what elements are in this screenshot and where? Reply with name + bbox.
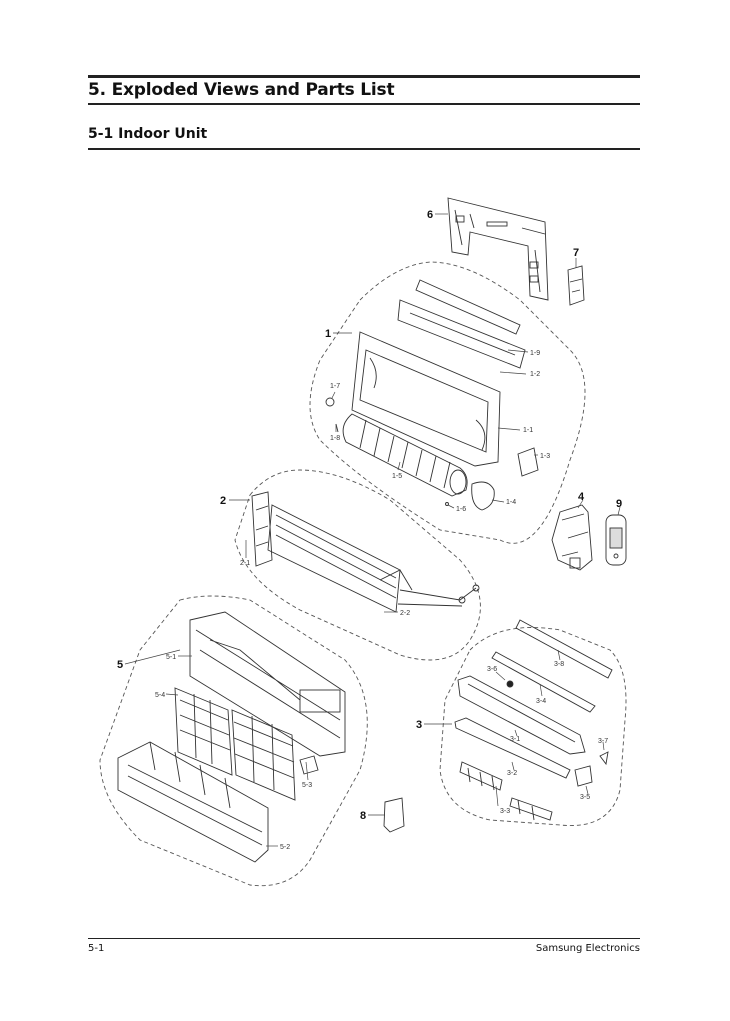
chassis-group xyxy=(325,279,539,511)
label-5-2: 5-2 xyxy=(280,844,290,851)
header-top-rule xyxy=(88,75,640,78)
label-1-2: 1-2 xyxy=(530,371,540,378)
bracket xyxy=(567,265,585,306)
evaporator-group xyxy=(251,491,480,613)
group-1-outline xyxy=(309,261,586,544)
label-1-7: 1-7 xyxy=(330,383,340,390)
group-5-outline xyxy=(99,595,368,887)
label-1-1: 1-1 xyxy=(523,427,533,434)
label-3: 3 xyxy=(416,719,422,731)
footer-company: Samsung Electronics xyxy=(535,943,640,954)
label-8: 8 xyxy=(360,810,366,822)
label-7: 7 xyxy=(573,247,579,259)
label-5-3: 5-3 xyxy=(302,782,312,789)
label-1-6: 1-6 xyxy=(456,506,466,513)
header-middle-rule xyxy=(88,103,640,105)
section-rule xyxy=(88,148,640,150)
label-2: 2 xyxy=(220,495,226,507)
label-2-1: 2-1 xyxy=(240,560,250,567)
drain-group xyxy=(454,619,613,821)
label-1-9: 1-9 xyxy=(530,350,540,357)
label-4: 4 xyxy=(578,491,585,503)
control-box xyxy=(551,504,593,571)
label-5-4: 5-4 xyxy=(155,692,165,699)
group-3-outline xyxy=(439,627,627,826)
remote-control xyxy=(605,514,627,566)
page-title: 5. Exploded Views and Parts List xyxy=(88,80,395,100)
label-1-8: 1-8 xyxy=(330,435,340,442)
label-2-2: 2-2 xyxy=(400,610,410,617)
label-1-4: 1-4 xyxy=(506,499,516,506)
footer-rule xyxy=(88,938,640,939)
label-3-6: 3-6 xyxy=(487,666,497,673)
label-1-3: 1-3 xyxy=(540,453,550,460)
label-5-1: 5-1 xyxy=(166,654,176,661)
label-1: 1 xyxy=(325,328,331,340)
label-3-7: 3-7 xyxy=(598,738,608,745)
label-3-2: 3-2 xyxy=(507,770,517,777)
label-3-4: 3-4 xyxy=(536,698,546,705)
footer-page-number: 5-1 xyxy=(88,943,105,954)
mounting-plate xyxy=(447,197,549,301)
label-5: 5 xyxy=(117,659,123,671)
label-9: 9 xyxy=(616,498,622,510)
front-panel-group xyxy=(117,611,346,863)
section-title: 5-1 Indoor Unit xyxy=(88,126,208,142)
label-1-5: 1-5 xyxy=(392,473,402,480)
label-3-8: 3-8 xyxy=(554,661,564,668)
cover xyxy=(383,797,405,833)
label-3-1: 3-1 xyxy=(510,736,520,743)
label-6: 6 xyxy=(427,209,433,221)
label-3-3: 3-3 xyxy=(500,808,510,815)
label-3-5: 3-5 xyxy=(580,794,590,801)
group-2-outline xyxy=(234,469,481,661)
